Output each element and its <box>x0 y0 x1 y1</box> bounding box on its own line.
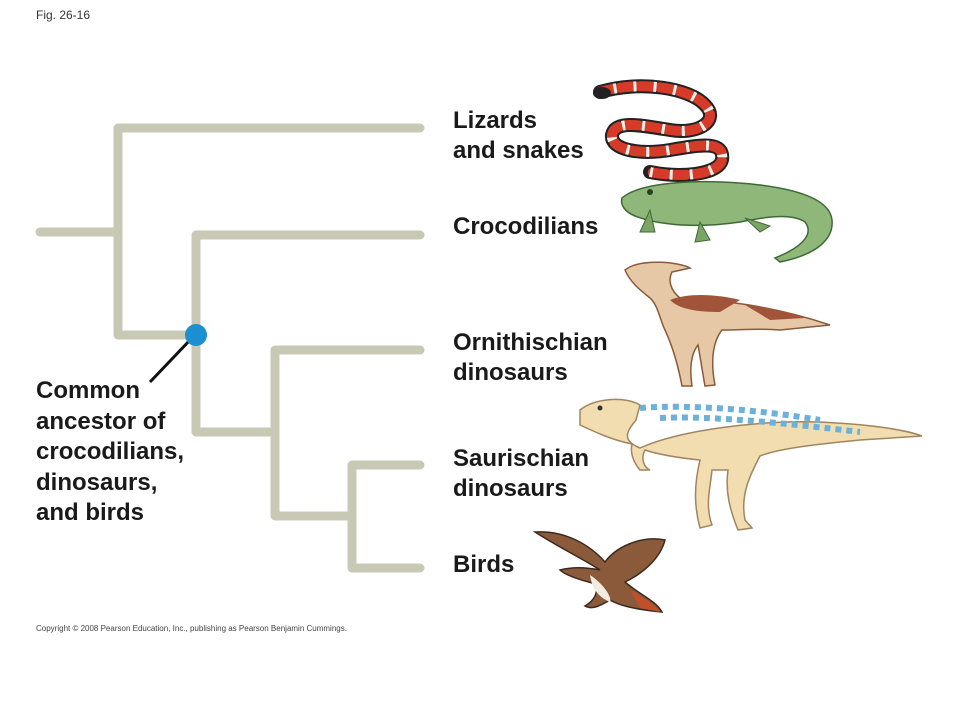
branch-lizards-snakes <box>113 123 425 237</box>
ornithischian-dinosaur-icon <box>624 261 831 387</box>
taxon-label-lizards-snakes: Lizards and snakes <box>453 107 584 164</box>
phylogenetic-tree <box>35 123 425 573</box>
taxon-label-birds: Birds <box>453 551 515 578</box>
taxon-label-saurischian: Saurischian dinosaurs <box>453 445 590 502</box>
branch-saurischian <box>347 460 425 521</box>
copyright-notice: Copyright © 2008 Pearson Education, Inc.… <box>36 624 347 633</box>
branch-ornithischian <box>270 345 425 437</box>
figure-label: Fig. 26-16 <box>36 8 91 22</box>
branch-dinosaur-stem <box>191 330 280 437</box>
common-ancestor-node <box>185 324 207 346</box>
snake-icon <box>593 79 730 182</box>
branch-crocodilians <box>191 230 425 340</box>
branch-archosaur-stem <box>113 227 201 340</box>
saurischian-dinosaur-icon <box>579 398 923 531</box>
branch-birds <box>347 511 425 573</box>
branch-saurischian-stem <box>270 427 357 521</box>
common-ancestor-label: Common ancestor of crocodilians, dinosau… <box>36 377 185 526</box>
taxon-label-crocodilians: Crocodilians <box>453 213 599 240</box>
taxon-label-ornithischian: Ornithischian dinosaurs <box>453 329 608 386</box>
ancestor-pointer <box>148 337 193 384</box>
hawk-icon <box>532 531 666 613</box>
crocodile-icon <box>620 180 833 263</box>
